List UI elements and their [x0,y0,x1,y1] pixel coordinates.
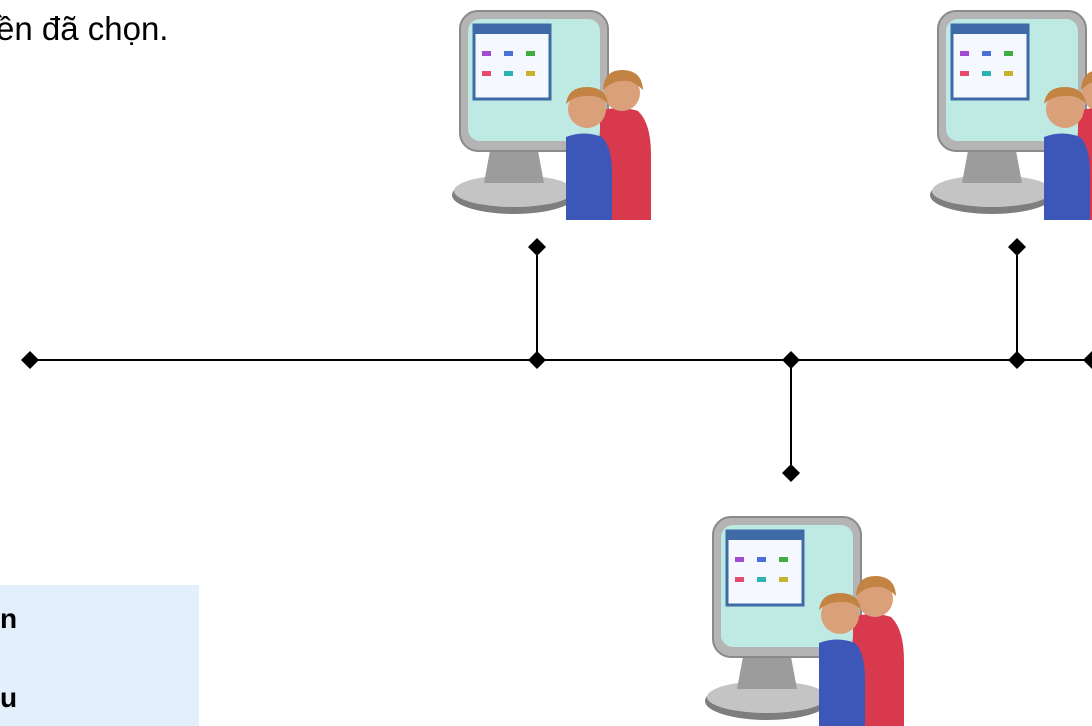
node-connector-2 [1008,238,1026,256]
info-box: n u [0,585,199,726]
junction-3 [782,351,800,369]
node-connector-3 [782,464,800,482]
terminator-left [21,351,39,369]
slide-text-fragment: ền đã chọn. [0,10,169,47]
node-connector-1 [528,238,546,256]
info-line-2: u [0,682,18,713]
computer-users-icon [930,5,1092,220]
junction-2 [1008,351,1026,369]
info-line-1: n [0,603,18,634]
computer-users-icon [452,5,652,220]
terminator-right [1083,351,1092,369]
computer-users-icon [705,511,905,726]
junction-1 [528,351,546,369]
